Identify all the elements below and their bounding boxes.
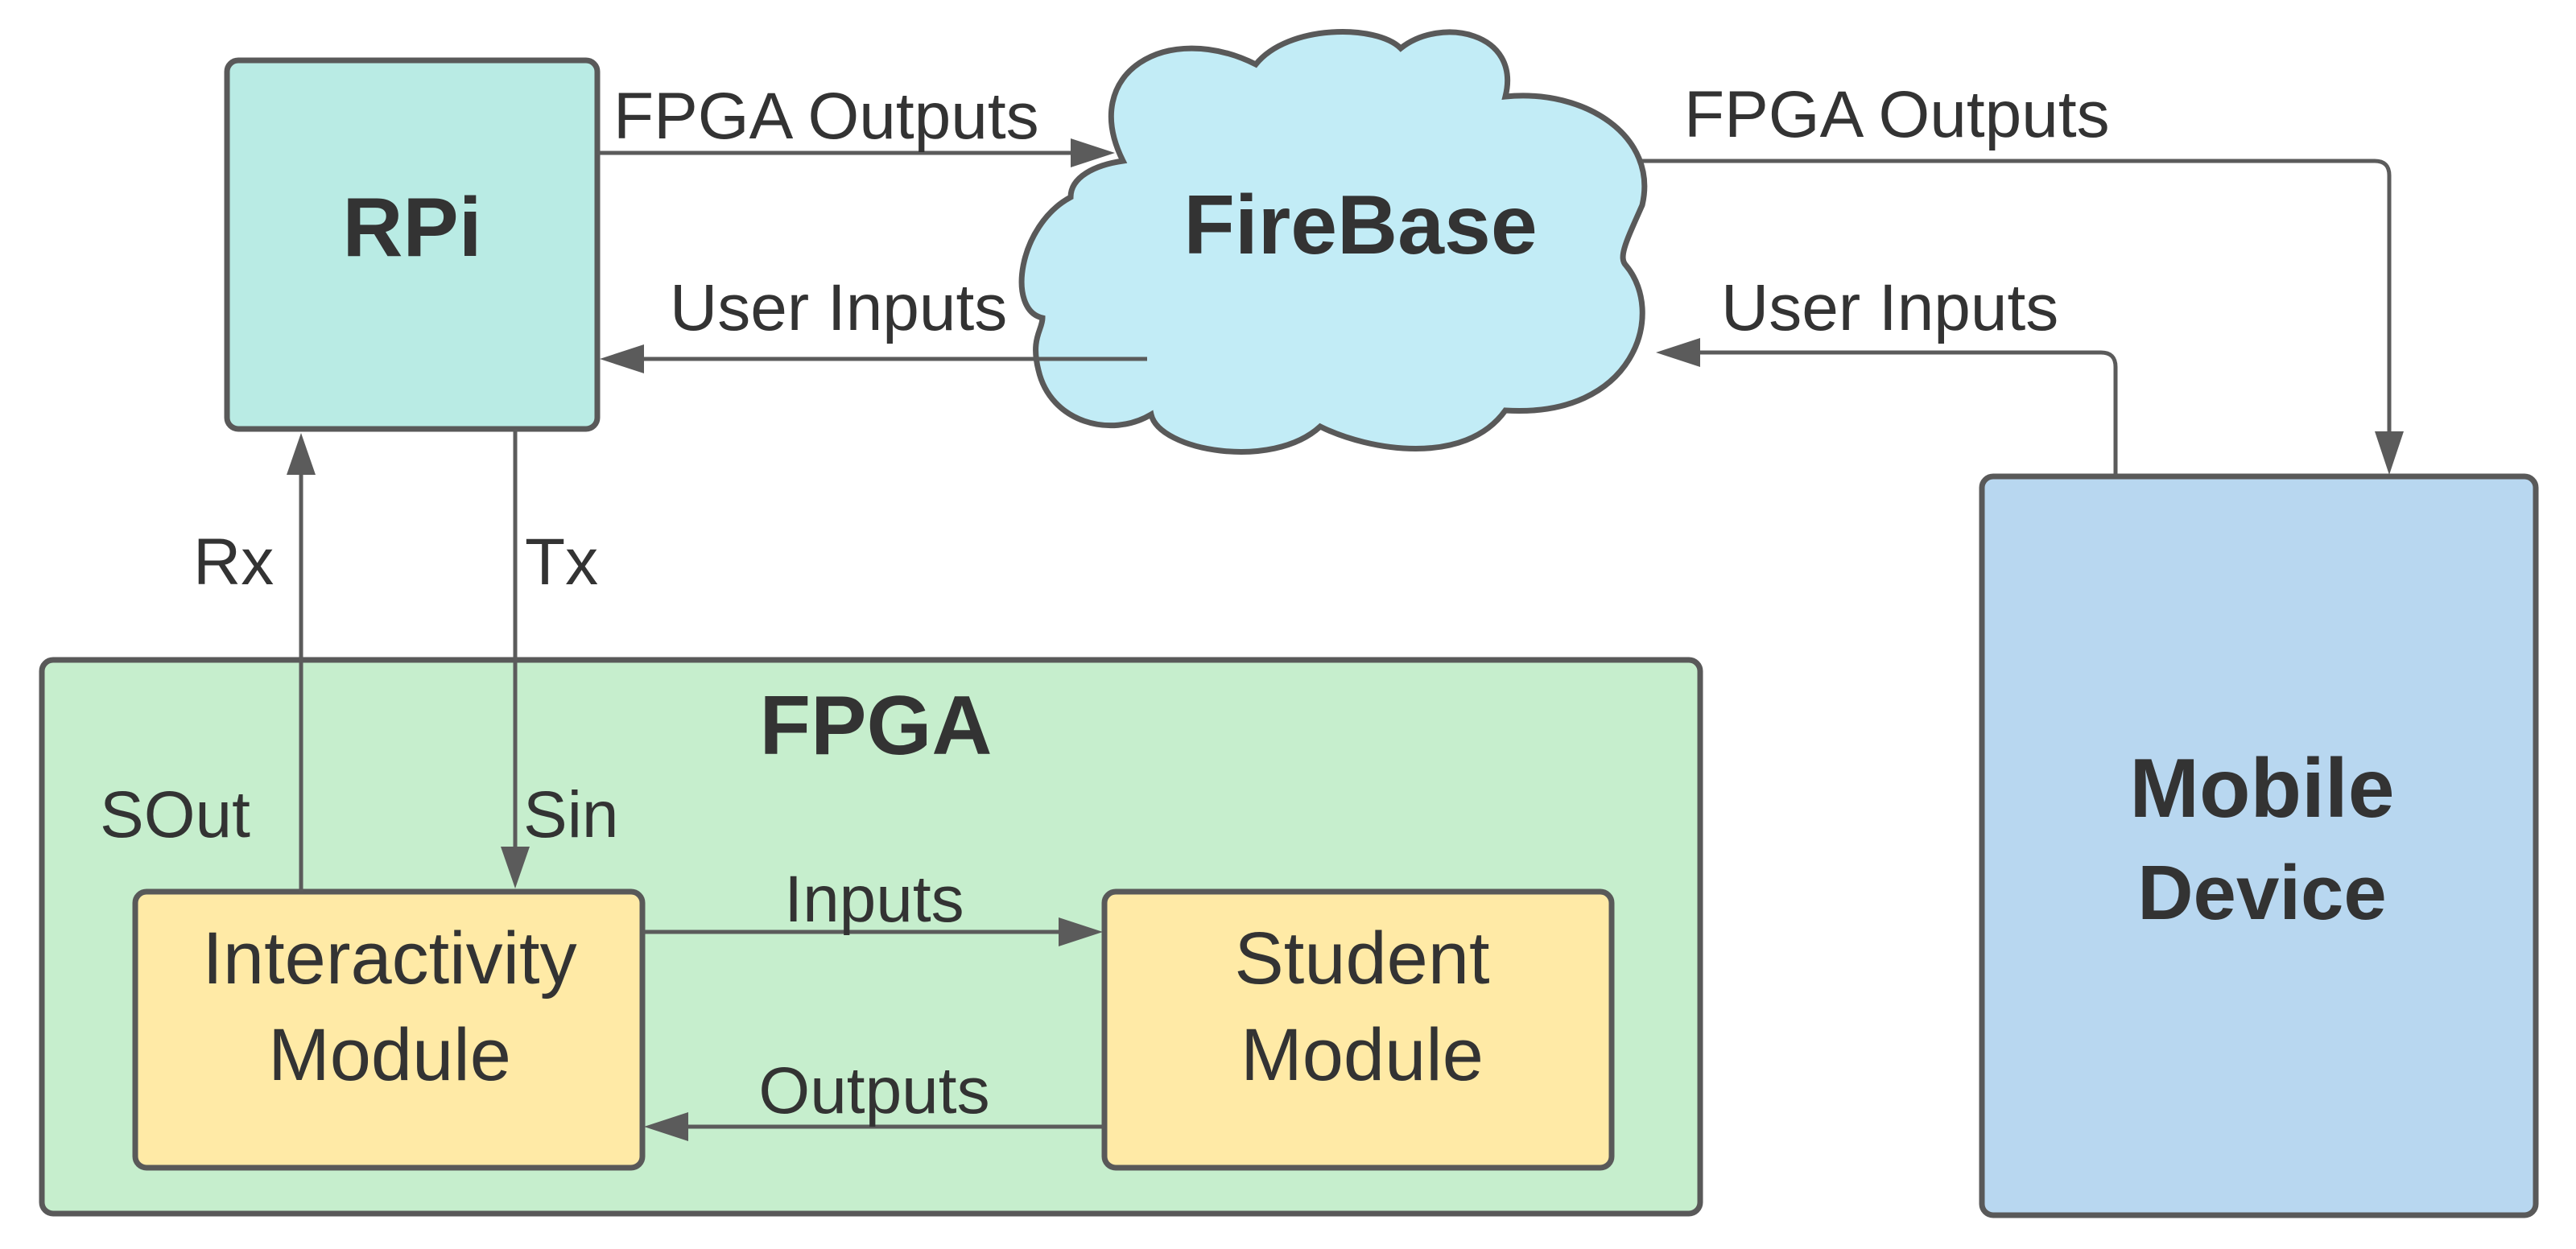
edge-mobile-to-firebase [1656,338,2118,476]
student-module-label-line1: Student [1234,917,1489,1000]
edge-rpi-to-firebase [597,138,1115,167]
edge-sout-to-rx [287,433,316,892]
fpga-label: FPGA [760,679,993,773]
rpi-label: RPi [342,181,481,274]
edge-firebase-to-mobile [1642,159,2404,475]
edge-firebase-to-rpi [600,344,1147,373]
edge-tx-to-sin [501,429,530,888]
edge-label-firebase-to-mobile: FPGA Outputs [1684,78,2110,151]
edge-label-sin: Sin [523,778,619,851]
interactivity-module-label-line2: Module [268,1014,511,1096]
interactivity-module-box [132,888,646,1171]
edge-label-rx: Rx [193,526,274,599]
edge-label-outputs: Outputs [758,1054,989,1127]
interactivity-module-label-line1: Interactivity [202,917,576,1000]
rpi-box [224,57,601,432]
firebase-label: FireBase [1183,179,1537,272]
edge-inputs [642,917,1103,946]
edge-label-tx: Tx [525,526,598,599]
mobile-device-label-line1: Mobile [2129,742,2394,835]
mobile-device-box [1979,473,2539,1218]
firebase-cloud [1018,29,1648,455]
edge-label-sout: SOut [100,778,250,851]
student-module-box [1101,888,1615,1171]
student-module-label-line2: Module [1241,1014,1484,1096]
edge-label-rpi-to-firebase: FPGA Outputs [613,80,1039,153]
edge-label-firebase-to-rpi: User Inputs [670,271,1007,344]
edge-label-inputs: Inputs [784,863,964,936]
edge-label-mobile-to-firebase: User Inputs [1721,271,2058,344]
edge-outputs [644,1112,1104,1141]
mobile-device-label-line2: Device [2137,850,2387,936]
